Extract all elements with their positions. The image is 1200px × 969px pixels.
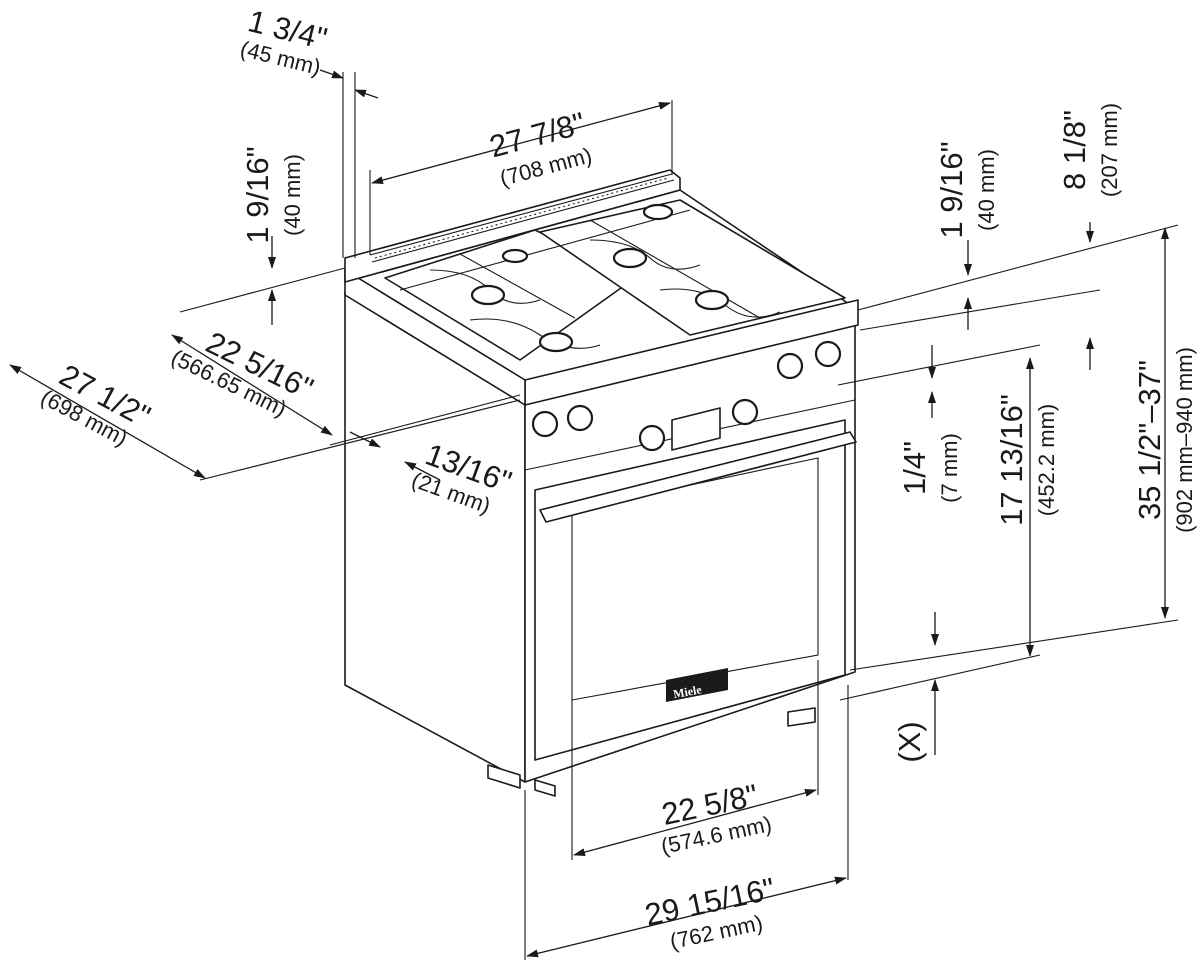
dim-leg-adjust: (X) [892, 721, 927, 762]
display-window [671, 407, 721, 451]
svg-text:1 9/16": 1 9/16" [240, 146, 275, 243]
svg-text:Miele: Miele [672, 682, 703, 701]
svg-text:(40 mm): (40 mm) [974, 149, 999, 231]
dim-grate-height: 8 1/8" (207 mm) [1057, 103, 1122, 197]
svg-text:8 1/8": 8 1/8" [1057, 110, 1092, 190]
svg-text:35 1/2"–37": 35 1/2"–37" [1132, 360, 1167, 520]
oven-handle [539, 431, 857, 523]
dim-overall-depth: 27 1/2" (698 mm) [37, 357, 156, 450]
dim-top-lip-depth: 1 3/4" (45 mm) [238, 3, 331, 80]
dimension-lines [9, 69, 1179, 960]
range-leg-right [787, 707, 816, 727]
dim-overall-height: 35 1/2"–37" (902 mm–940 mm) [1132, 347, 1197, 533]
dim-overall-width-top: 27 7/8" (708 mm) [486, 105, 595, 191]
svg-text:(X): (X) [892, 721, 927, 762]
svg-text:1/4": 1/4" [897, 441, 932, 495]
brand-logo: Miele [666, 668, 728, 702]
svg-text:17 13/16": 17 13/16" [994, 394, 1029, 526]
dim-panel-gap: 1/4" (7 mm) [897, 433, 962, 503]
control-knobs [531, 340, 842, 452]
svg-text:(7 mm): (7 mm) [937, 433, 962, 503]
svg-text:(902 mm–940 mm): (902 mm–940 mm) [1172, 347, 1197, 533]
dim-oven-opening-width: 22 5/8" (574.6 mm) [659, 778, 774, 859]
range-leg-front [534, 779, 556, 797]
cooktop-left-lip [344, 269, 526, 406]
dim-backguard-height-left: 1 9/16" (40 mm) [240, 146, 305, 243]
range-leg-left [487, 764, 521, 789]
svg-text:(40 mm): (40 mm) [280, 154, 305, 236]
svg-text:(452.2 mm): (452.2 mm) [1034, 404, 1059, 516]
range-illustration: Miele [344, 169, 859, 797]
dim-overall-width: 29 15/16" (762 mm) [642, 871, 778, 954]
dim-door-height: 17 13/16" (452.2 mm) [994, 394, 1059, 526]
dim-body-depth: 22 5/16" (566.65 mm) [167, 325, 318, 422]
backguard [344, 169, 681, 283]
svg-text:(207 mm): (207 mm) [1097, 103, 1122, 197]
burner-grates [384, 199, 846, 361]
svg-text:1 9/16": 1 9/16" [934, 141, 969, 238]
dim-backguard-height-right: 1 9/16" (40 mm) [934, 141, 999, 238]
